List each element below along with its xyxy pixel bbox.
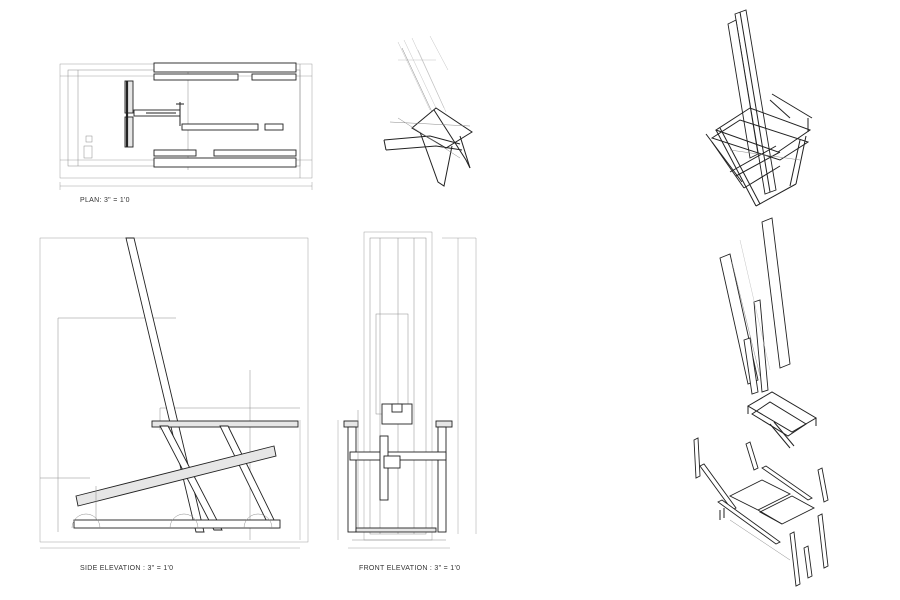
perspective-sketch xyxy=(383,35,473,187)
axonometric-exploded-seat xyxy=(693,391,829,587)
plan-caption: PLAN: 3" = 1'0 xyxy=(80,197,130,204)
side-elevation-drawing xyxy=(39,237,309,549)
plan-view-drawing xyxy=(59,62,313,190)
side-elevation-caption: SIDE ELEVATION : 3" = 1'0 xyxy=(80,565,174,572)
front-elevation-drawing xyxy=(337,231,477,549)
axonometric-assembled xyxy=(705,9,813,207)
front-elevation-caption: FRONT ELEVATION : 3" = 1'0 xyxy=(359,565,461,572)
axonometric-exploded-back xyxy=(719,217,791,395)
